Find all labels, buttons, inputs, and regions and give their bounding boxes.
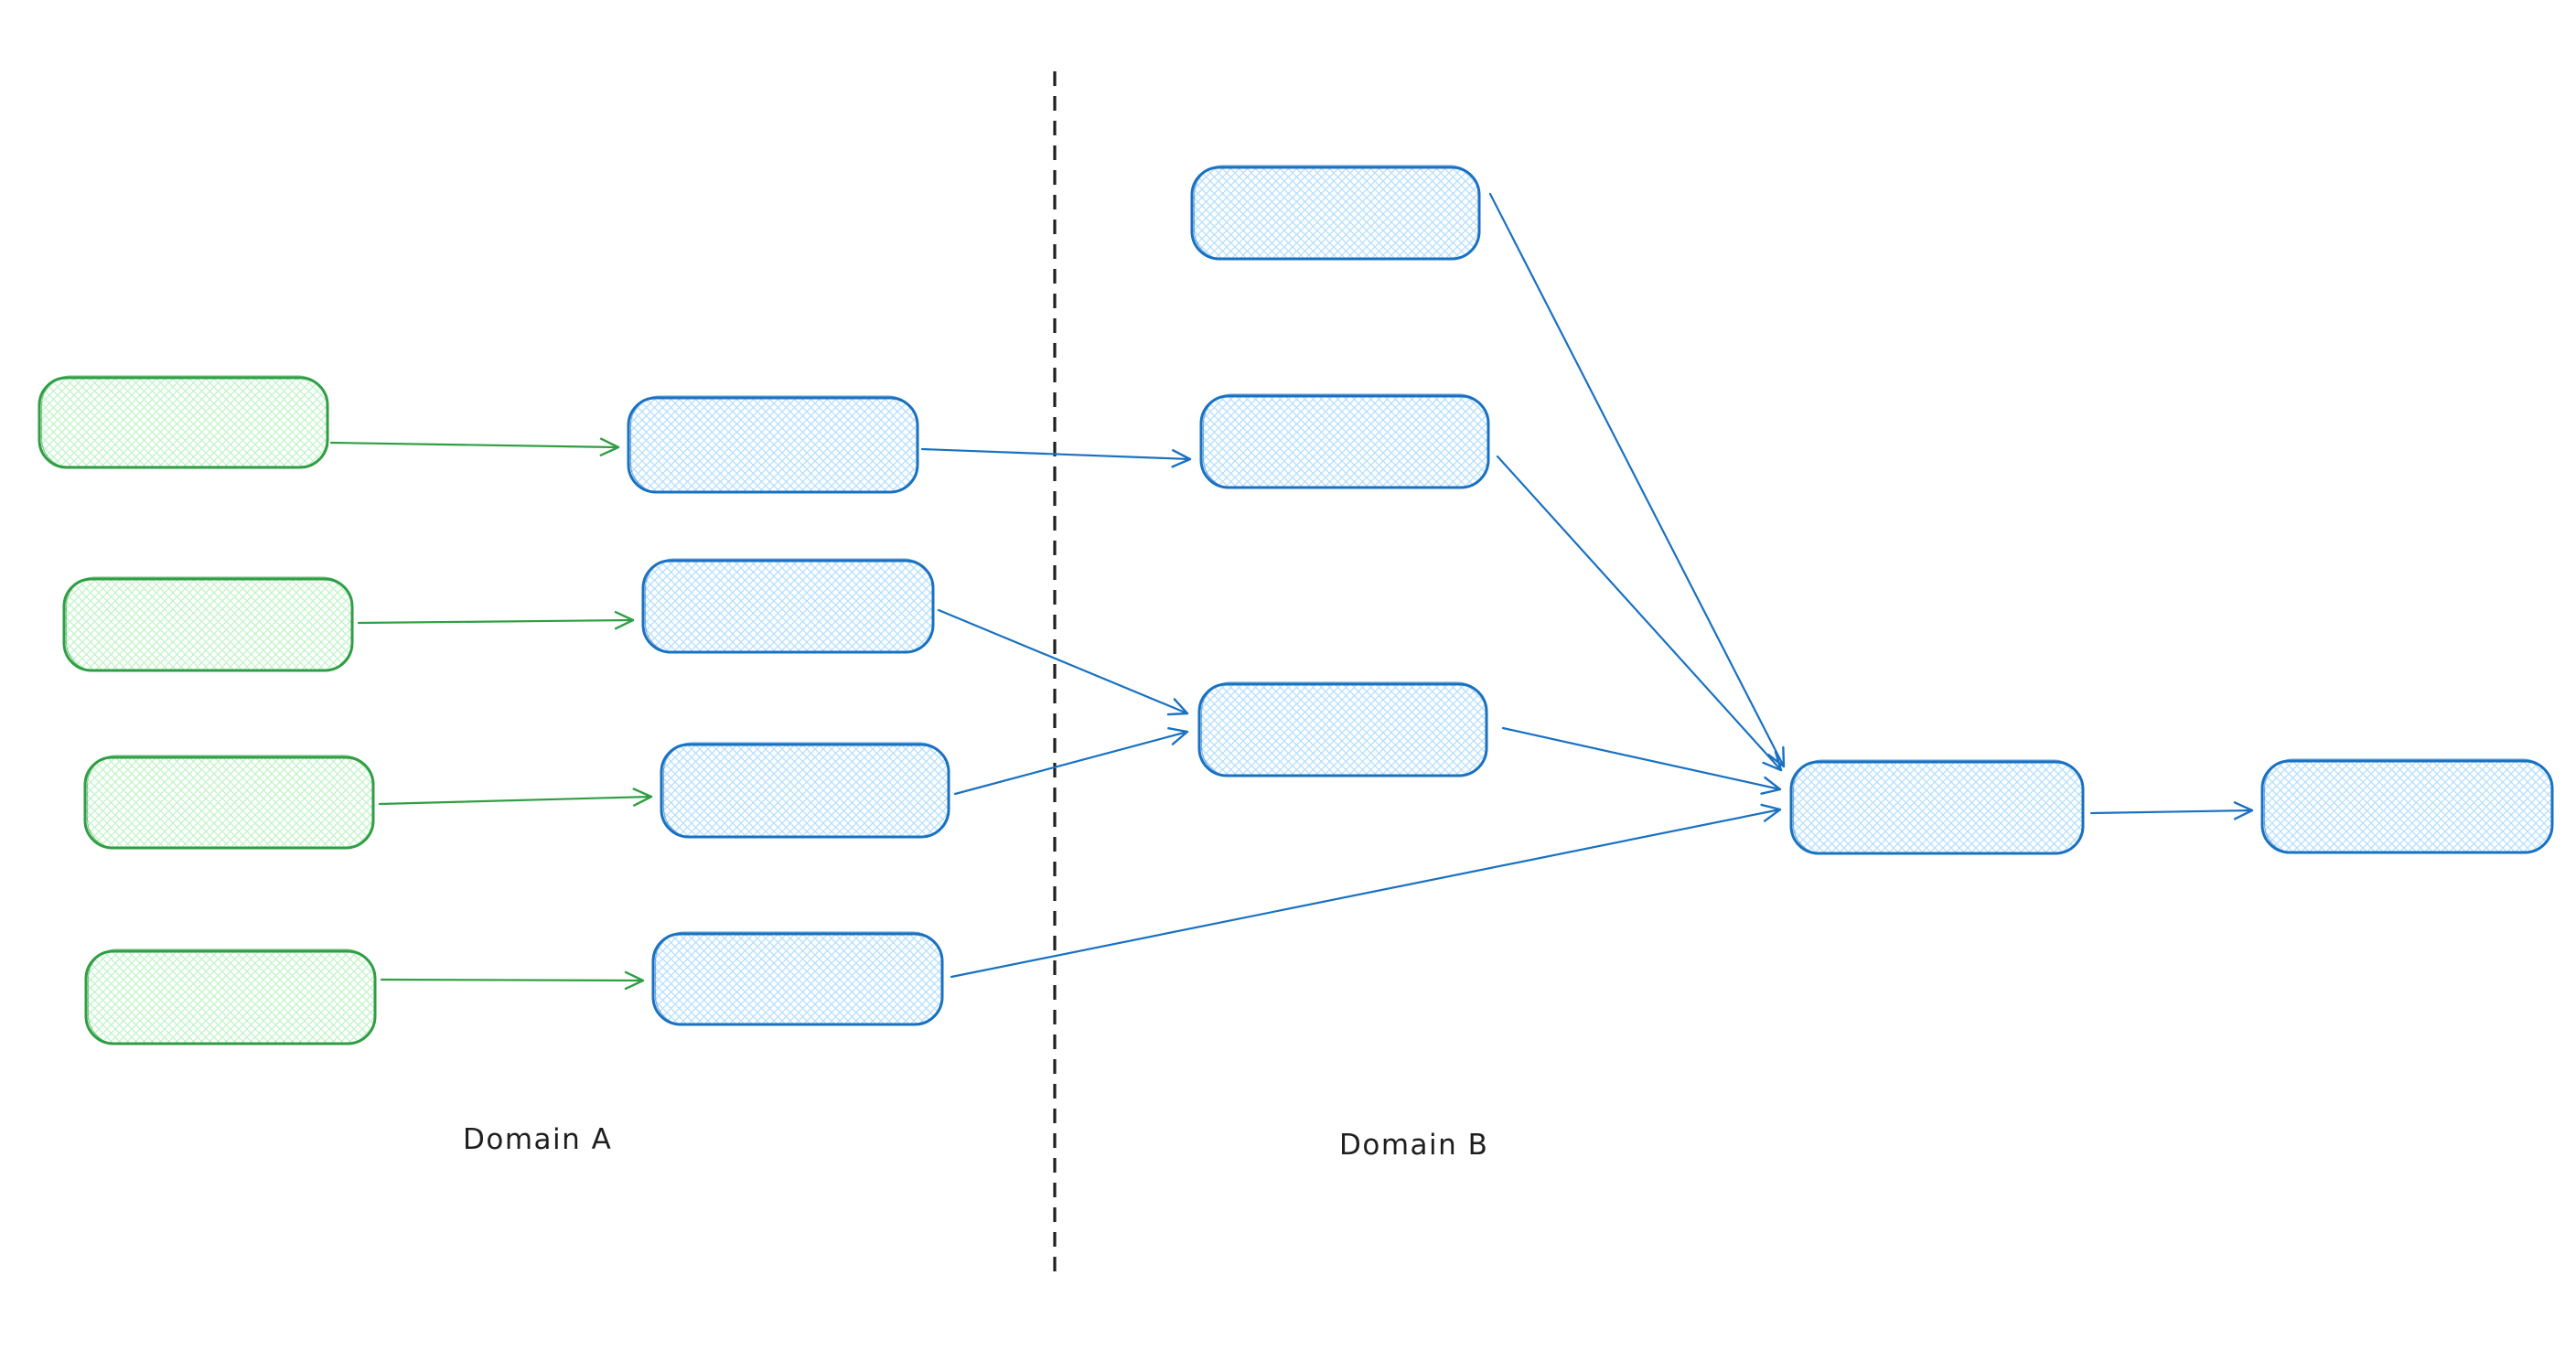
edge-domain-a-stage-2-to-domain-b-stage-3: [937, 608, 1189, 716]
edge-domain-b-stage-2-to-domain-b-merge: [1496, 455, 1783, 772]
node-domain-a-stage-4: [651, 931, 944, 1026]
edge-domain-b-stage-1-to-domain-b-merge: [1488, 192, 1786, 768]
node-domain-a-source-3: [83, 755, 375, 850]
edge-domain-a-stage-3-to-domain-b-stage-3: [953, 727, 1189, 796]
node-domain-a-source-2: [62, 576, 354, 672]
node-domain-b-output: [2260, 758, 2554, 854]
node-domain-a-stage-2: [641, 558, 935, 654]
edge-domain-b-merge-to-domain-b-output: [2089, 801, 2254, 820]
domain-a-label: Domain A: [463, 1123, 613, 1156]
node-domain-b-merge: [1789, 759, 2085, 855]
node-domain-a-stage-1: [627, 395, 919, 494]
node-domain-b-stage-3: [1197, 681, 1488, 777]
node-domain-b-stage-1: [1190, 165, 1481, 261]
node-domain-a-source-4: [84, 949, 377, 1045]
edge-domain-a-source-4-to-domain-a-stage-4: [380, 970, 645, 991]
edge-domain-a-stage-1-to-domain-b-stage-2: [920, 447, 1192, 468]
node-domain-b-stage-2: [1199, 393, 1490, 489]
edge-domain-a-stage-4-to-domain-b-merge: [950, 803, 1782, 979]
edge-domain-b-stage-3-to-domain-b-merge: [1501, 726, 1782, 795]
edge-domain-a-source-2-to-domain-a-stage-2: [357, 610, 635, 630]
node-domain-a-stage-3: [660, 742, 950, 839]
edge-domain-a-source-1-to-domain-a-stage-1: [329, 437, 620, 456]
domain-b-label: Domain B: [1339, 1129, 1489, 1162]
edge-domain-a-source-3-to-domain-a-stage-3: [378, 788, 653, 807]
node-domain-a-source-1: [38, 375, 329, 469]
